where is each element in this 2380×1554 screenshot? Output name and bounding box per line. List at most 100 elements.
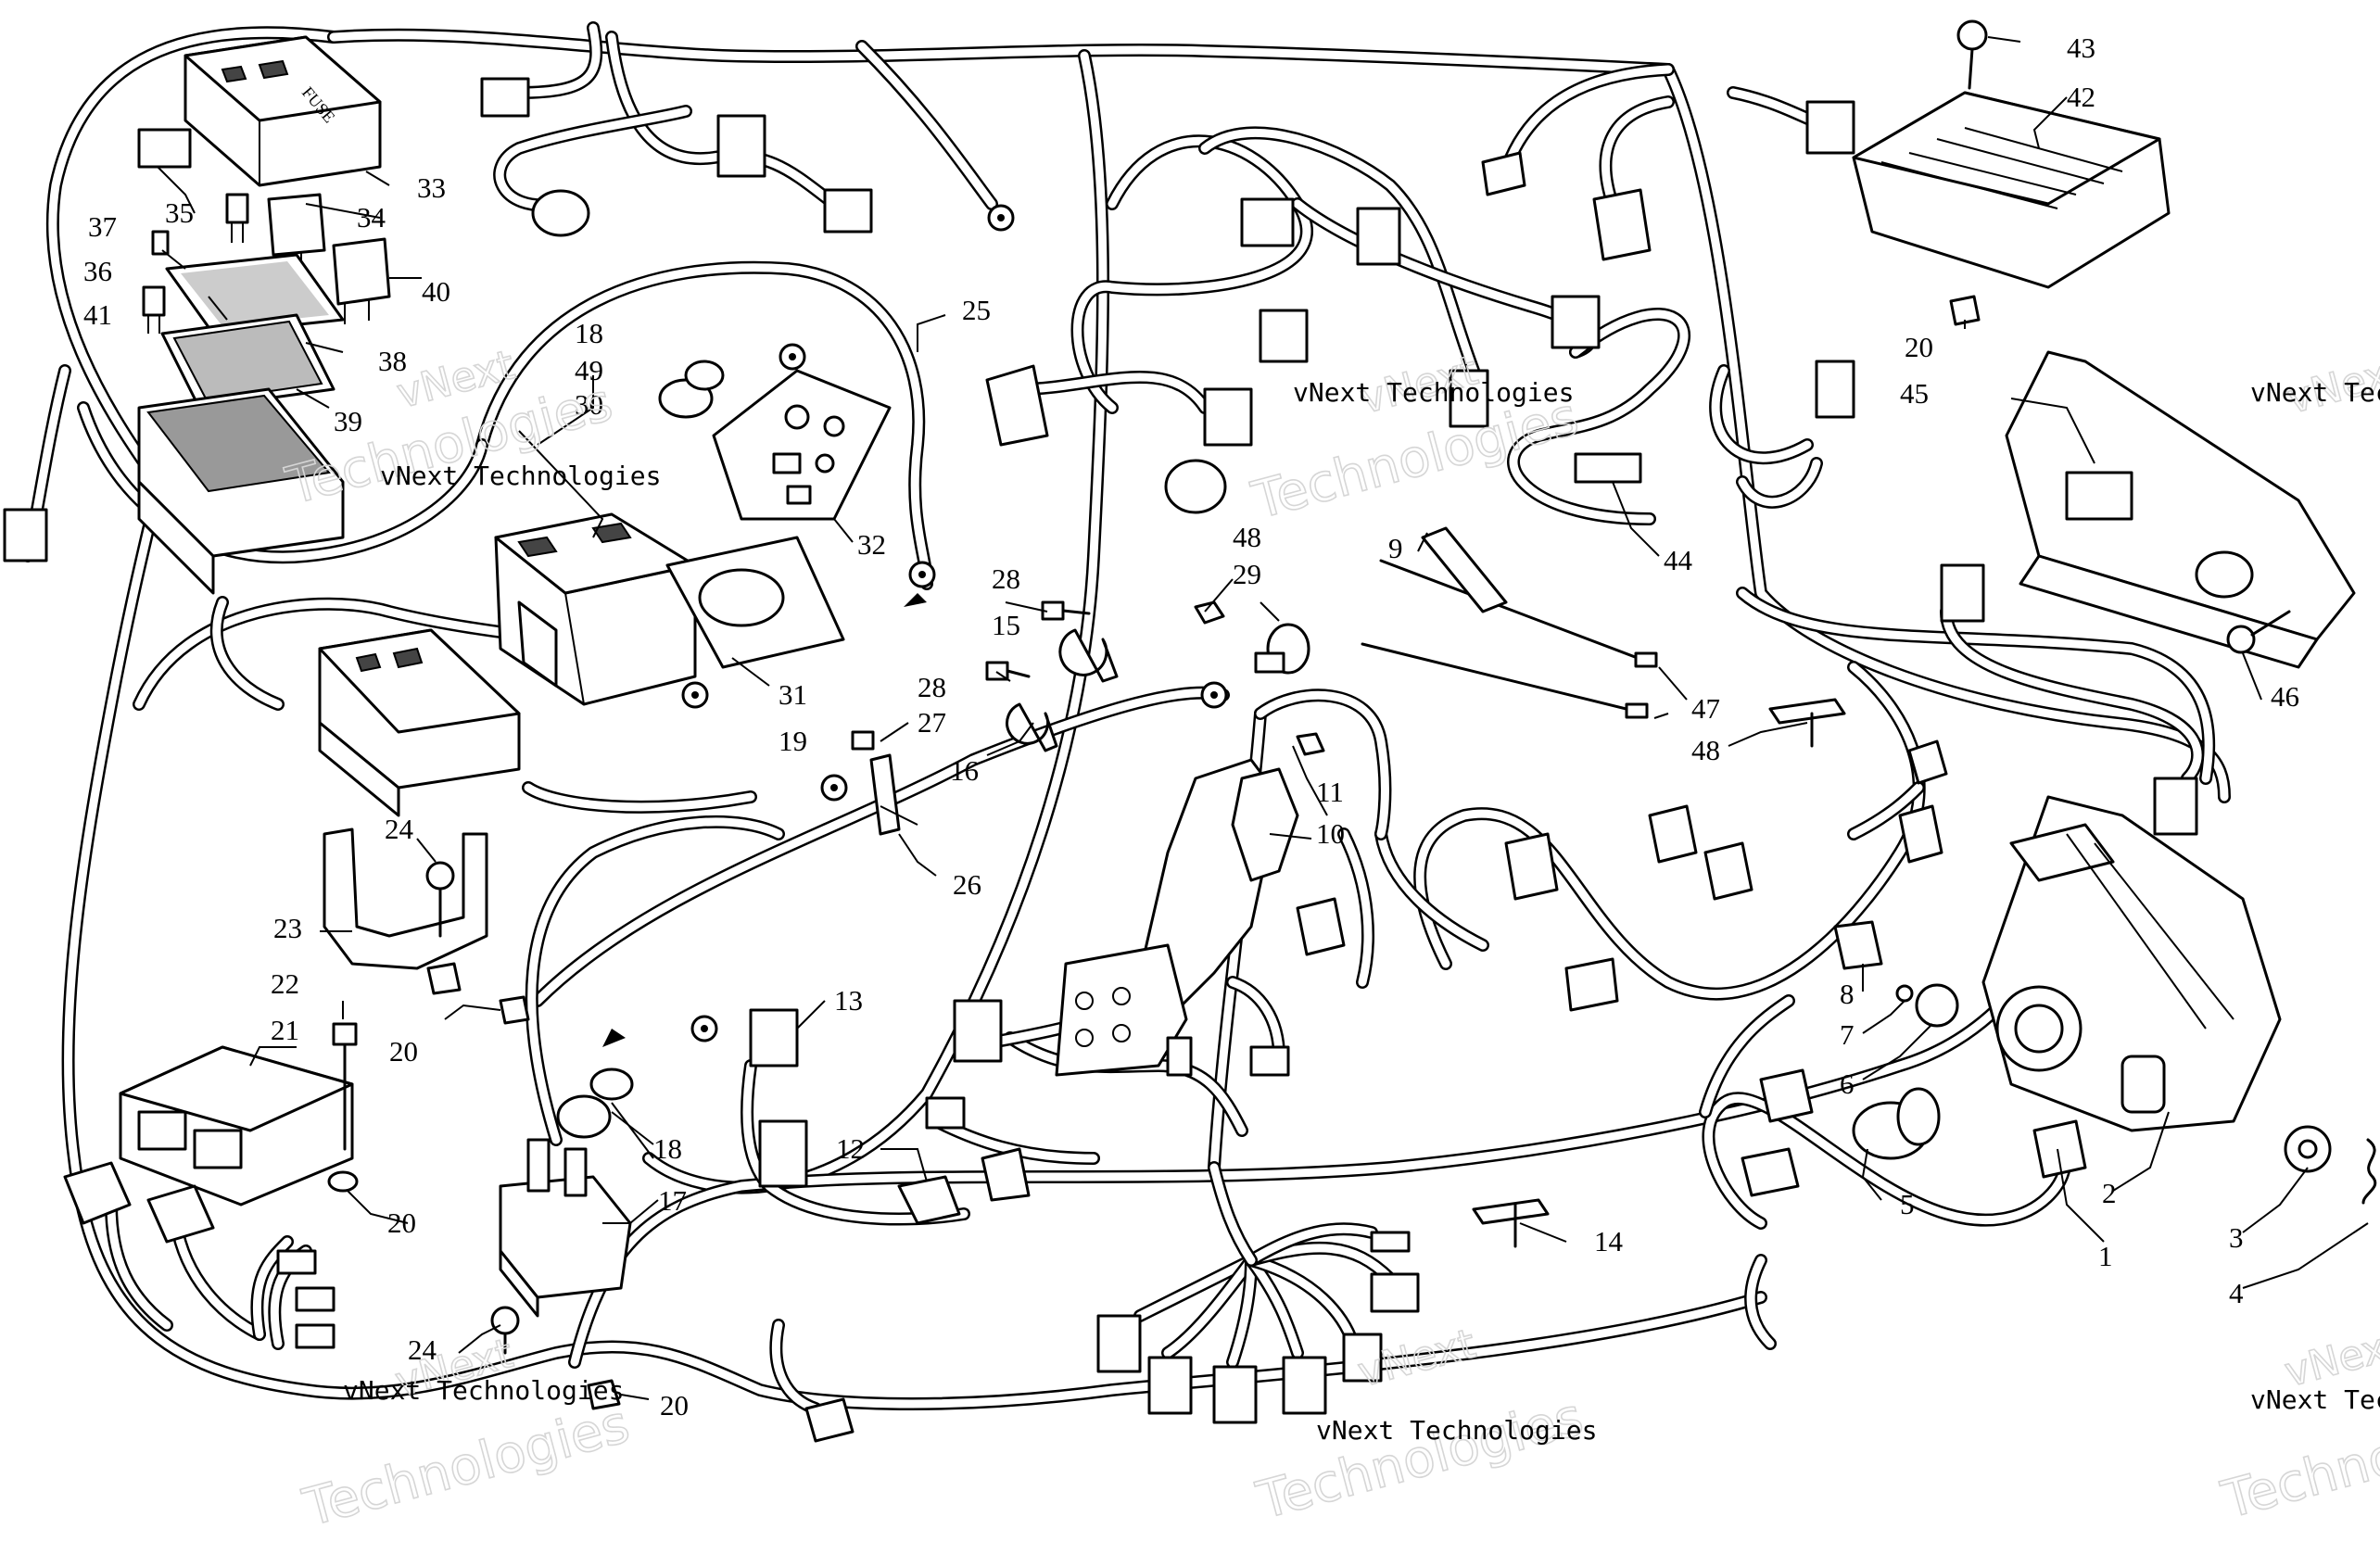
relay-37 [137,128,192,169]
terminal-boot-29 [1254,623,1310,675]
callout-33: 33 [417,171,446,204]
headlight-connector-1 [2032,1119,2087,1179]
ecu-connector-b [146,1184,215,1244]
bolt-43 [1956,19,1988,90]
headlight-2 [1981,795,2282,1132]
callout-45: 45 [1900,377,1929,410]
watermark-mono-6: vNext Technologies [2250,1384,2380,1415]
callout-28-upper: 28 [992,562,1020,595]
bottom-connector-7 [1370,1231,1411,1253]
cap-6 [1915,983,1959,1028]
cable-clamp-27 [869,753,901,836]
leader-lines [157,36,2369,1400]
callout-5: 5 [1900,1188,1915,1220]
callout-24-upper: 24 [385,813,414,845]
connector-mid-right-3 [1504,832,1559,901]
callout-29: 29 [1233,558,1261,590]
connector-right-3 [1805,100,1855,155]
connector-upper-center-8 [1551,295,1601,349]
connector-mid-right-2 [1703,841,1753,901]
nut-20-regulator [1949,295,1981,326]
spring-clip-4 [2361,1138,2377,1205]
battery-pad-31 [665,536,845,669]
mini-fuse-35 [225,193,249,243]
callout-23: 23 [273,912,302,944]
callout-32: 32 [857,528,886,561]
callout-49: 49 [575,354,603,386]
callout-40: 40 [422,275,450,308]
connector-top-1 [480,77,530,118]
callout-17: 17 [658,1184,687,1217]
nut-20-lower [587,1379,621,1410]
connector-upper-center-1 [1240,197,1295,247]
ring-terminal-19 [820,774,848,802]
connector-mid-right-6 [1907,739,1948,785]
ecu-connector-a [63,1161,132,1225]
callout-36: 36 [83,255,112,287]
hardware-kit-32 [712,369,892,521]
callout-2: 2 [2102,1177,2117,1209]
connector-mid-right-5 [1898,804,1943,864]
ring-terminal-hw [779,343,806,371]
connector-right-5 [1940,563,1985,623]
mount-bracket-23 [323,828,488,970]
connector-block-c [1166,1036,1193,1077]
connector-top-2 [716,114,766,178]
bottom-connector-3 [1212,1365,1258,1424]
callout-44: 44 [1664,544,1693,576]
watermark-mono-5: vNext Technologies [1316,1415,1597,1446]
callout-18-top: 18 [575,317,603,349]
callout-25: 25 [962,294,991,326]
callout-27: 27 [918,706,946,739]
callout-48-top: 48 [1233,521,1261,553]
heat-shrink-9 [1421,526,1508,613]
connector-13-top [749,1008,799,1068]
callout-14: 14 [1594,1225,1624,1257]
callout-28-lower: 28 [918,671,946,703]
headlight-connector-left [1759,1068,1814,1123]
fuse-box-base [137,387,345,595]
connector-mid-right-1 [1648,804,1698,864]
bolt-28-upper [1041,600,1091,621]
connector-mid-right-4 [1564,957,1619,1012]
callout-42: 42 [2067,81,2095,113]
inline-fuse-44 [1574,452,1642,484]
connector-upper-center-2 [1356,207,1401,266]
cable-tie-mount-48 [1768,698,1846,748]
adjuster-3 [2284,1125,2332,1173]
callout-13: 13 [834,984,863,1017]
connector-top-3 [823,188,873,234]
cable-tie-mount-14 [1472,1198,1550,1248]
connector-right-4 [1815,360,1855,419]
callout-8: 8 [1840,978,1855,1010]
callout-1: 1 [2098,1240,2113,1272]
bolt-27 [851,730,875,751]
connector-near-5 [1741,1147,1800,1197]
watermark-tech-4: Technologies [297,1394,635,1538]
cable-clamp-16 [1006,702,1058,752]
washer-20-ecu [327,1170,359,1193]
callout-38: 38 [378,345,407,377]
callout-34: 34 [357,201,386,234]
fuse-box-cover: FUSE [184,35,382,187]
callout-39: 39 [334,405,362,437]
callout-20-ecu: 20 [387,1207,416,1239]
nut-48 [1194,600,1225,625]
callout-35: 35 [165,196,194,229]
callout-19: 19 [779,725,807,757]
battery-terminal-boot-top [658,360,725,419]
callout-7: 7 [1840,1018,1855,1051]
fuse-41 [142,285,166,334]
connector-upper-center-5 [985,364,1049,447]
nut-20-mid [499,995,530,1025]
cable-tie-47 [1361,559,1658,719]
starter-solenoid-17 [499,1138,632,1318]
bottom-connector-5 [1342,1333,1383,1383]
connector-block-a [953,999,1003,1063]
callout-21: 21 [271,1014,299,1046]
washer-7 [1895,984,1914,1003]
nut-11 [1296,732,1325,756]
watermark-mono-3: vNext Technologies [2250,377,2380,408]
watermark-mono-4: vNext Technologies [343,1375,624,1406]
